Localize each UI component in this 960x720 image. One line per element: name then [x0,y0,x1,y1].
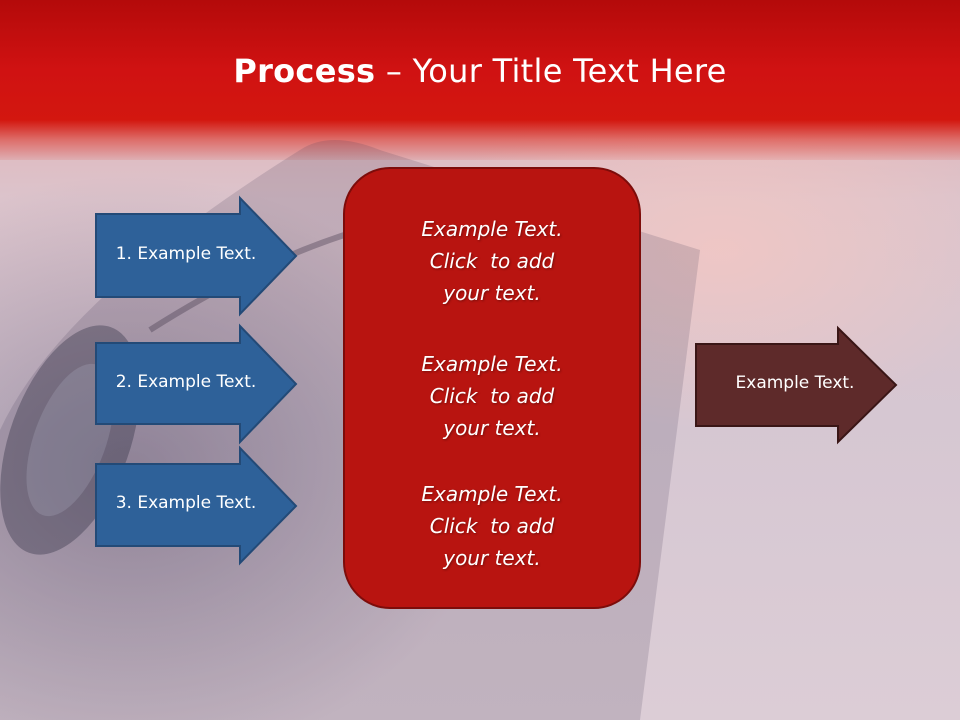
step-2-label: 2. Example Text. [115,372,257,392]
step-arrow-1[interactable] [95,195,298,317]
center-text-block-2: Example Text. Click to add your text. [350,348,634,444]
block-2-line-3: your text. [443,416,541,440]
block-2-line-2: Click to add [429,384,555,408]
center-box[interactable] [343,167,641,609]
output-arrow[interactable] [695,325,898,445]
block-3-line-2: Click to add [429,514,555,538]
block-1-line-1: Example Text. [421,217,563,241]
center-text-block-1: Example Text. Click to add your text. [350,213,634,309]
output-label: Example Text. [735,373,855,393]
title-bold: Process [233,52,376,90]
block-3-line-1: Example Text. [421,482,563,506]
title-rest: – Your Title Text Here [375,52,727,90]
title-bar [0,0,960,160]
slide-title[interactable]: Process – Your Title Text Here [0,52,960,90]
block-3-line-3: your text. [443,546,541,570]
center-text-block-3: Example Text. Click to add your text. [350,478,634,574]
step-arrow-3[interactable] [95,445,298,566]
block-2-line-1: Example Text. [421,352,563,376]
step-1-label: 1. Example Text. [115,244,257,264]
step-arrow-2[interactable] [95,323,298,445]
block-1-line-2: Click to add [429,249,555,273]
block-1-line-3: your text. [443,281,541,305]
step-3-label: 3. Example Text. [115,493,257,513]
